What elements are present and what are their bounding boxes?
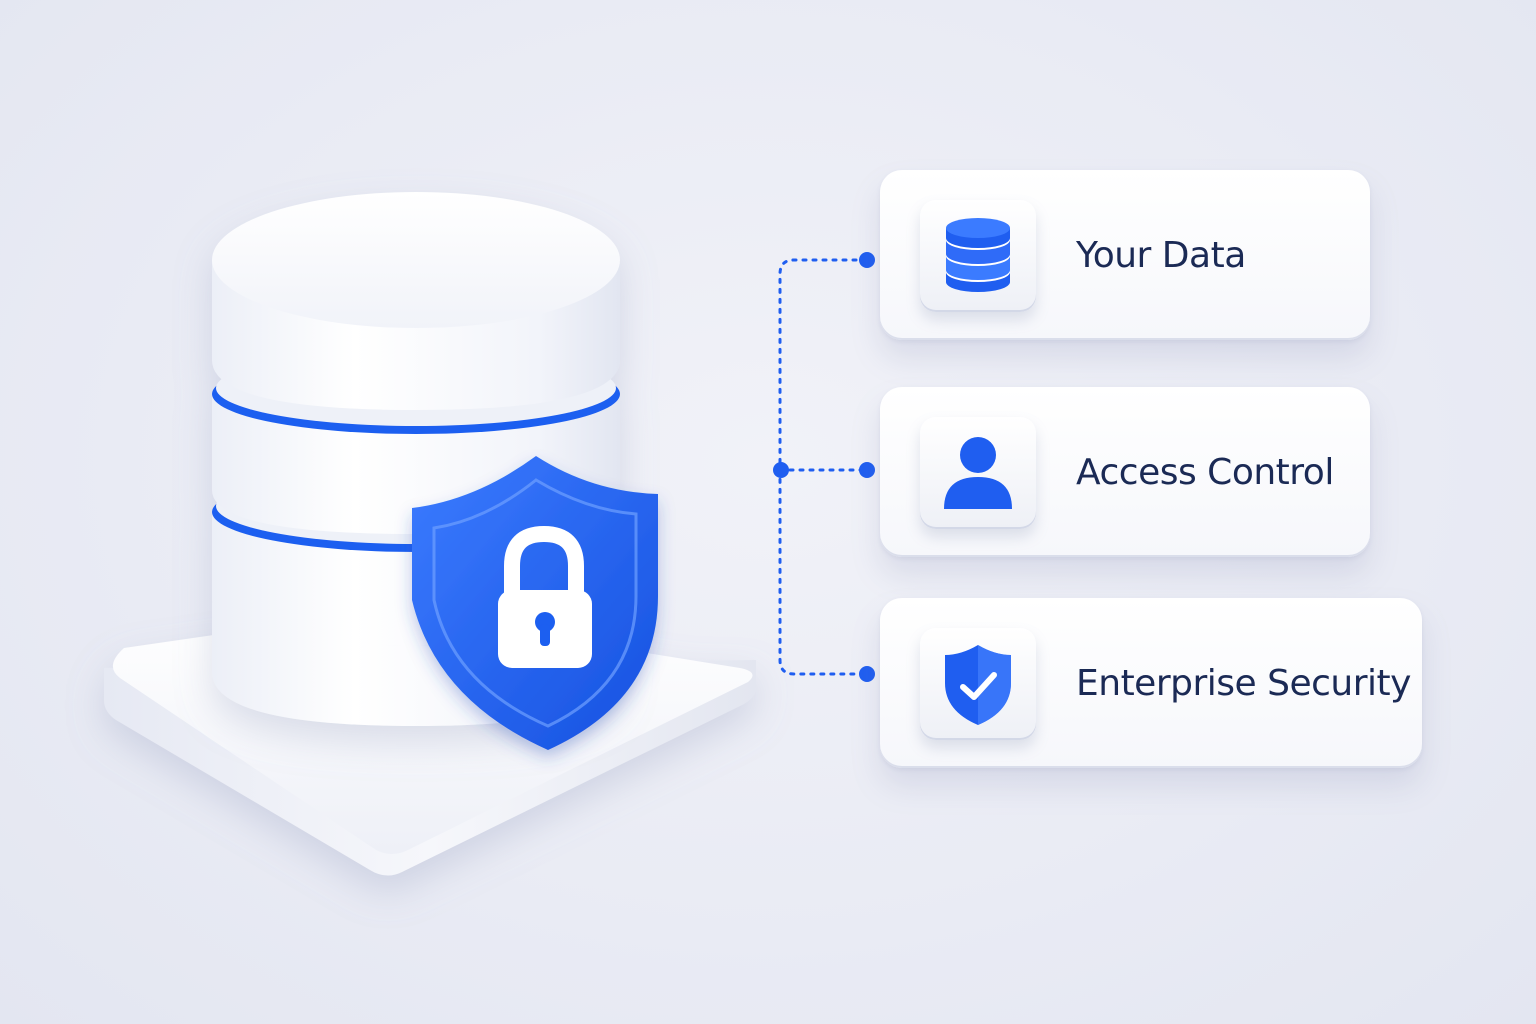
dotted-connectors <box>778 258 868 676</box>
shield-lock-icon <box>412 456 658 750</box>
feature-card-your-data: Your Data <box>880 170 1370 340</box>
database-icon <box>946 218 1010 292</box>
feature-label: Access Control <box>1076 451 1334 493</box>
user-icon <box>944 437 1012 509</box>
feature-card-access-control: Access Control <box>880 387 1370 557</box>
feature-label: Your Data <box>1076 234 1246 276</box>
icon-tile <box>920 200 1036 312</box>
feature-label: Enterprise Security <box>1076 662 1411 704</box>
feature-card-enterprise-security: Enterprise Security <box>880 598 1422 768</box>
icon-tile <box>920 628 1036 740</box>
icon-tile <box>920 417 1036 529</box>
shield-check-icon <box>945 645 1011 725</box>
connector-dots <box>773 252 875 682</box>
